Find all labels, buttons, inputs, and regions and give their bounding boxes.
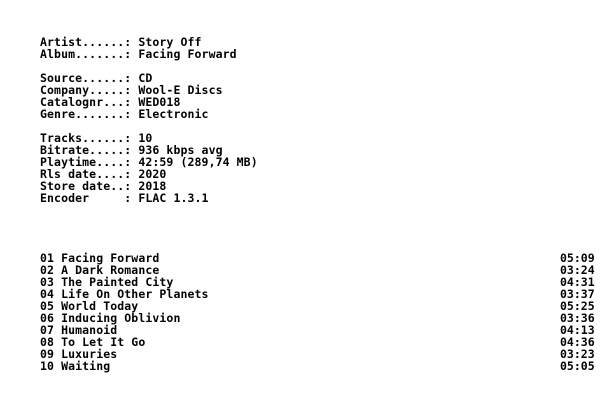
tracks-line: Tracks......: 10 (40, 131, 153, 145)
track-time: 05:09 (560, 251, 595, 265)
track-title: 03 The Painted City (40, 275, 174, 289)
playtime-line: Playtime....: 42:59 (289,74 MB) (40, 155, 258, 169)
track-time: 05:25 (560, 299, 595, 313)
track-time: 04:31 (560, 275, 595, 289)
track-title: 02 A Dark Romance (40, 263, 160, 277)
track-time: 04:13 (560, 323, 595, 337)
artist-line: Artist......: Story Off (40, 35, 202, 49)
track-title: 09 Luxuries (40, 347, 118, 361)
track-time: 05:05 (560, 359, 595, 373)
track-title: 01 Facing Forward (40, 251, 160, 265)
source-line: Source......: CD (40, 71, 153, 85)
track-title: 07 Humanoid (40, 323, 118, 337)
bitrate-line: Bitrate.....: 936 kbps avg (40, 143, 223, 157)
track-time: 03:37 (560, 287, 595, 301)
rls-date-line: Rls date....: 2020 (40, 167, 167, 181)
track-time: 03:23 (560, 347, 595, 361)
album-line: Album.......: Facing Forward (40, 47, 237, 61)
track-title: 08 To Let It Go (40, 335, 146, 349)
track-time: 04:36 (560, 335, 595, 349)
track-title: 04 Life On Other Planets (40, 287, 209, 301)
store-date-line: Store date..: 2018 (40, 179, 167, 193)
track-time: 03:24 (560, 263, 595, 277)
track-title: 06 Inducing Oblivion (40, 311, 181, 325)
track-title: 10 Waiting (40, 359, 111, 373)
company-line: Company.....: Wool-E Discs (40, 83, 223, 97)
track-title: 05 World Today (40, 299, 139, 313)
track-time: 03:36 (560, 311, 595, 325)
genre-line: Genre.......: Electronic (40, 107, 209, 121)
encoder-line: Encoder : FLAC 1.3.1 (40, 191, 209, 205)
catalognr-line: Catalognr...: WED018 (40, 95, 181, 109)
